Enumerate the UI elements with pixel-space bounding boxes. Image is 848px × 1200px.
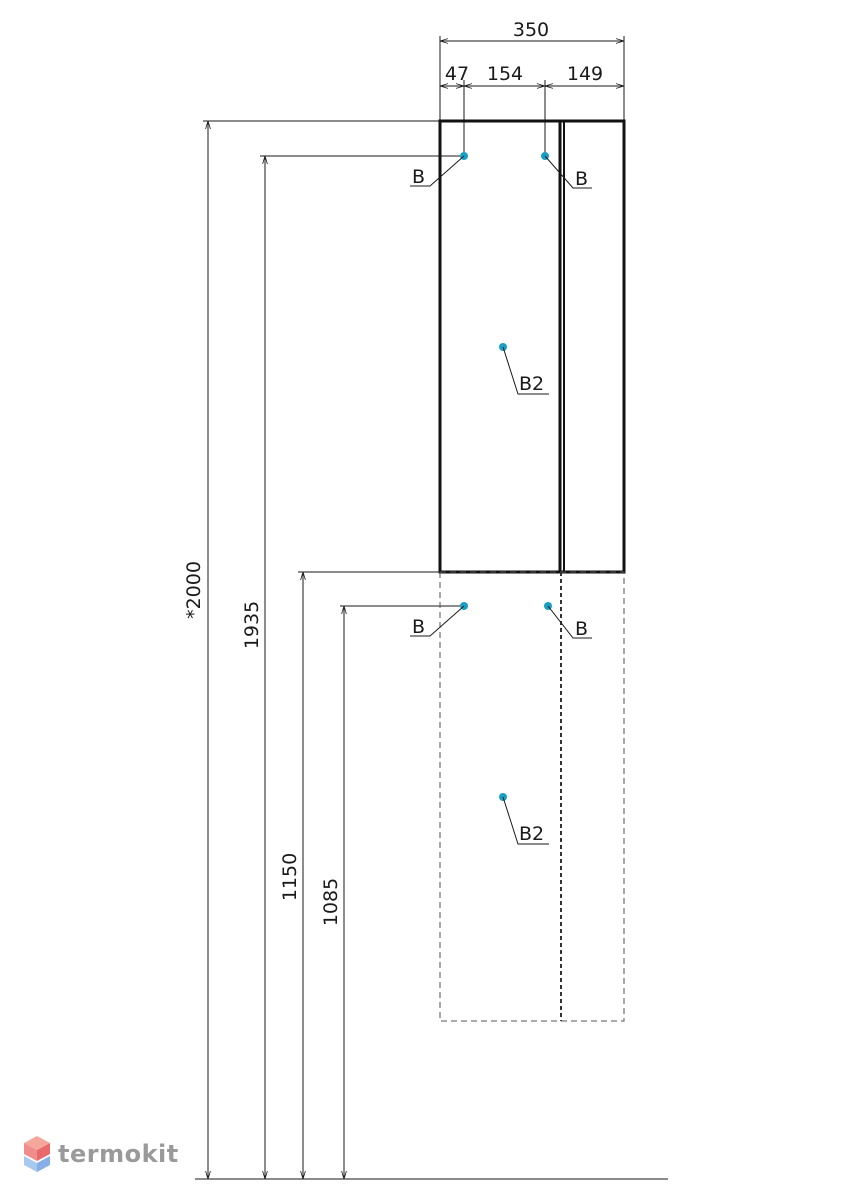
upper-right-hole-label: B [575,168,588,190]
lower-center-label: B2 [519,823,544,845]
upper-hole-height-label: 1935 [241,601,263,649]
upper-left-hole-label: B [412,166,425,188]
lower-edge-height-label: 1150 [279,853,301,901]
upper-center-leader [502,346,549,395]
lower-cabinet-outline [439,571,625,1022]
lower-hole-height-label: 1085 [320,878,342,926]
lower-left-hole-label: B [412,616,425,638]
right-part-label: 149 [567,63,603,85]
left-offset-label: 47 [445,63,469,85]
upper-center-label: B2 [519,373,544,395]
total-height-label: *2000 [183,561,205,619]
cube-logo-icon [24,1136,50,1172]
total-width-label: 350 [513,19,549,41]
watermark: termokit [22,1134,179,1174]
watermark-text: termokit [58,1140,179,1168]
upper-cabinet-body [438,119,626,574]
lower-right-hole-leader [547,605,592,639]
lower-right-hole-label: B [575,618,588,640]
hole-spacing-label: 154 [487,63,523,85]
upper-left-hole-leader [410,155,465,187]
lower-left-hole-leader [410,605,465,637]
lower-center-leader [502,796,549,845]
upper-right-hole-leader [544,155,592,189]
